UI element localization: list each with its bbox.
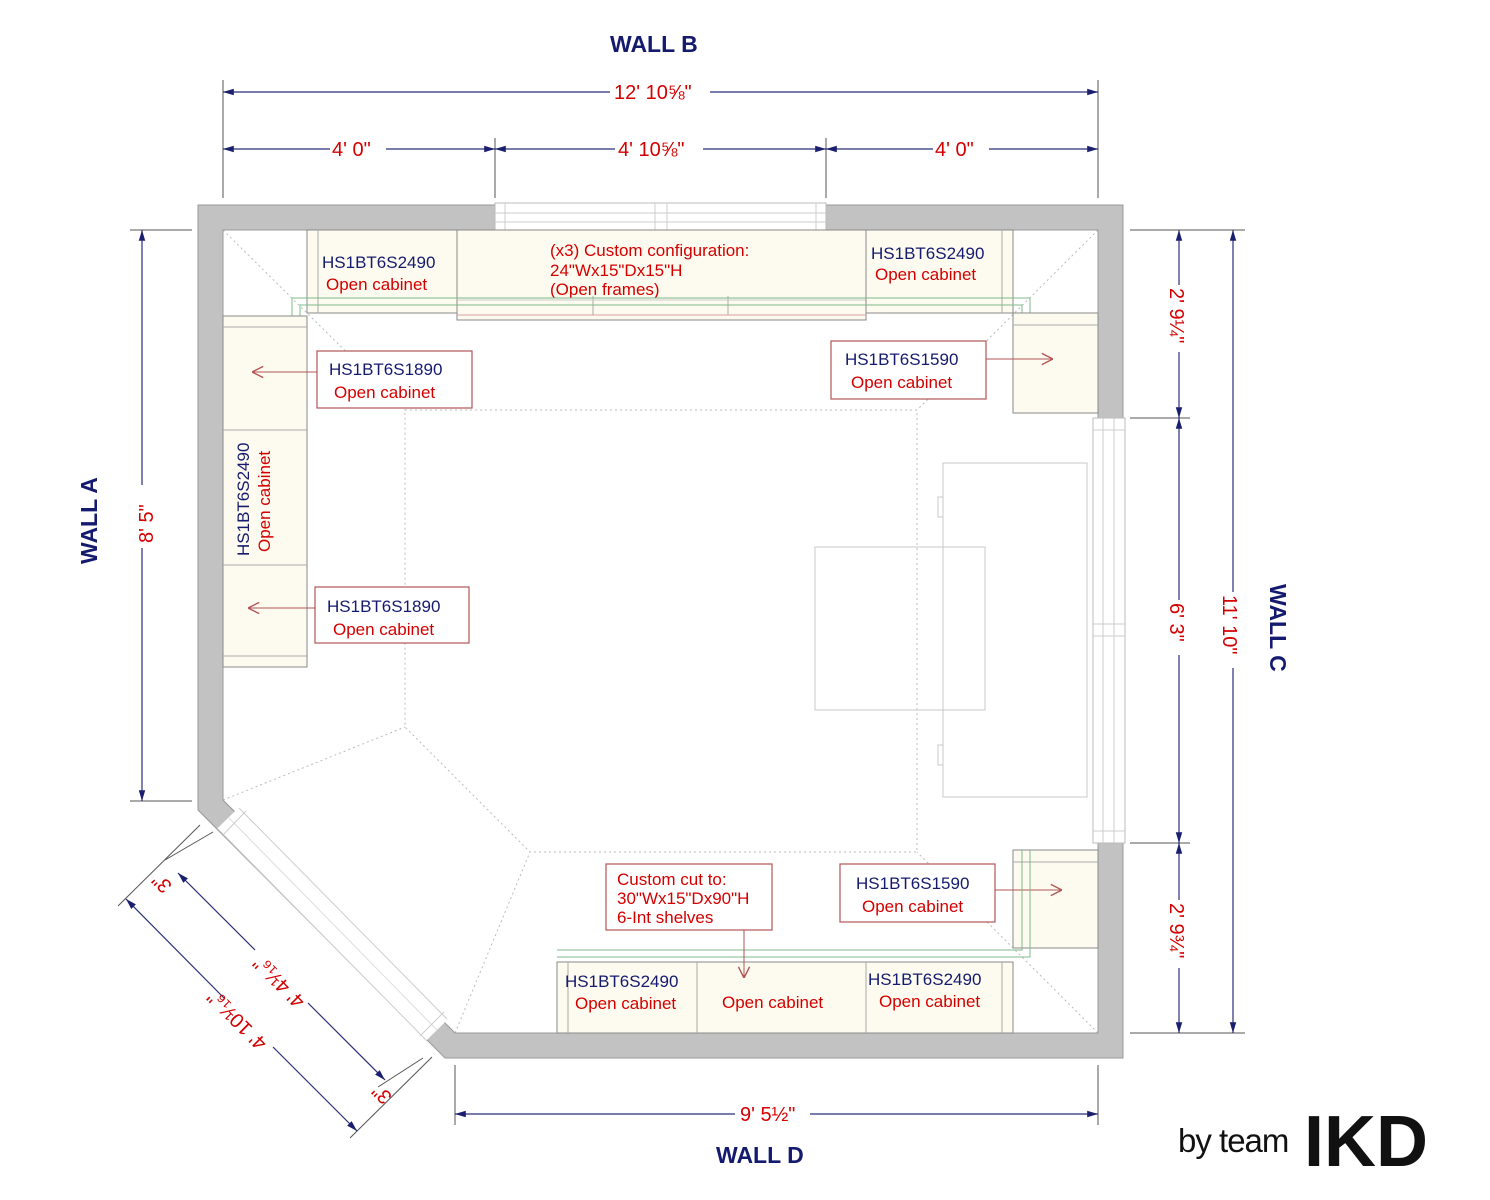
cabinet-code: HS1BT6S2490: [868, 970, 981, 989]
wall-c-label: WALL C: [1265, 584, 1291, 672]
custom-cut-line: Custom cut to:: [617, 870, 727, 889]
wall-a-label: WALL A: [76, 477, 102, 564]
dimensions-wall-b: 12' 10⅝" 4' 0" 4' 10⅝" 4' 0": [222, 80, 1099, 198]
custom-cut-line: 6-Int shelves: [617, 908, 713, 927]
dim-diag-offset-top: 3": [148, 869, 176, 897]
cabinet-desc: Open cabinet: [326, 275, 427, 294]
cabinet-desc: Open cabinet: [879, 992, 980, 1011]
dim-wall-c-total: 11' 10": [1218, 595, 1240, 654]
wall-d-label: WALL D: [716, 1142, 804, 1168]
dim-wall-b-right: 4' 0": [935, 139, 974, 161]
dim-diag-window: 4' 4¹⁄₁₆": [249, 952, 309, 1012]
dim-wall-d: 9' 5½": [740, 1104, 795, 1126]
dimensions-wall-c: 2' 9¼" 6' 3" 2' 9¾" 11' 10": [1130, 229, 1245, 1034]
cabinet-desc: Open cabinet: [333, 620, 434, 639]
cabinet-desc: Open cabinet: [334, 383, 435, 402]
cabinet-code: HS1BT6S2490: [322, 253, 435, 272]
custom-cut-line: 30"Wx15"Dx90"H: [617, 889, 749, 908]
cabinet-desc: Open cabinet: [575, 994, 676, 1013]
cabinet-desc: Open cabinet: [255, 451, 274, 552]
dimensions-wall-a: 8' 5": [130, 229, 192, 802]
custom-config-line: 24"Wx15"Dx15"H: [550, 261, 682, 280]
desk: [814, 462, 1088, 798]
wall-b-label: WALL B: [610, 31, 698, 57]
cabinet-top-custom[interactable]: (x3) Custom configuration: 24"Wx15"Dx15"…: [456, 229, 867, 321]
custom-config-line: (x3) Custom configuration:: [550, 241, 749, 260]
cabinet-top-left[interactable]: HS1BT6S2490 Open cabinet: [306, 229, 458, 314]
dim-wall-a: 8' 5": [136, 504, 158, 543]
window-diagonal: [217, 807, 448, 1042]
dim-wall-b-window: 4' 10⅝": [618, 139, 685, 161]
cabinet-left-run[interactable]: HS1BT6S2490 Open cabinet: [222, 315, 308, 668]
cabinet-desc: Open cabinet: [722, 993, 823, 1012]
cabinet-code: HS1BT6S1590: [856, 874, 969, 893]
label-right-upper[interactable]: HS1BT6S1590 Open cabinet: [830, 340, 987, 400]
dimensions-wall-d: 9' 5½": [454, 1065, 1099, 1126]
cabinet-right-upper[interactable]: [1012, 312, 1099, 414]
dim-wall-b-total: 12' 10⅝": [614, 82, 692, 104]
cabinet-bottom-run[interactable]: HS1BT6S2490 Open cabinet Open cabinet HS…: [556, 961, 1014, 1034]
cabinet-top-right[interactable]: HS1BT6S2490 Open cabinet: [865, 229, 1014, 314]
dim-diag-offset-bottom: 3": [368, 1080, 396, 1108]
custom-config-line: (Open frames): [550, 280, 660, 299]
cabinet-desc: Open cabinet: [851, 373, 952, 392]
logo-by-team: by team: [1178, 1122, 1288, 1159]
cabinet-code: HS1BT6S2490: [234, 443, 253, 556]
cabinet-code: HS1BT6S1890: [329, 360, 442, 379]
label-bottom-custom[interactable]: Custom cut to: 30"Wx15"Dx90"H 6-Int shel…: [605, 863, 773, 931]
cabinet-code: HS1BT6S1590: [845, 350, 958, 369]
dim-wall-c-window: 6' 3": [1165, 603, 1187, 642]
label-left-lower[interactable]: HS1BT6S1890 Open cabinet: [314, 586, 470, 644]
cabinet-code: HS1BT6S2490: [871, 244, 984, 263]
label-right-lower[interactable]: HS1BT6S1590 Open cabinet: [839, 863, 996, 923]
logo-brand: IKD: [1304, 1102, 1428, 1182]
dim-wall-b-left: 4' 0": [332, 139, 371, 161]
cabinet-code: HS1BT6S2490: [565, 972, 678, 991]
label-left-upper[interactable]: HS1BT6S1890 Open cabinet: [316, 350, 473, 409]
team-ikd-logo: by team IKD: [1178, 1102, 1428, 1182]
window-wall-c: [1092, 417, 1126, 844]
dim-wall-c-bottom: 2' 9¾": [1165, 903, 1187, 958]
cabinet-right-lower[interactable]: [1012, 849, 1099, 949]
cabinet-desc: Open cabinet: [875, 265, 976, 284]
cabinet-desc: Open cabinet: [862, 897, 963, 916]
floor-guides: [222, 229, 1099, 1034]
dim-wall-c-top: 2' 9¼": [1165, 288, 1187, 343]
window-wall-b: [494, 202, 827, 233]
cabinet-code: HS1BT6S1890: [327, 597, 440, 616]
dim-diag-total: 4' 10¹⁄₁₆": [203, 986, 271, 1054]
